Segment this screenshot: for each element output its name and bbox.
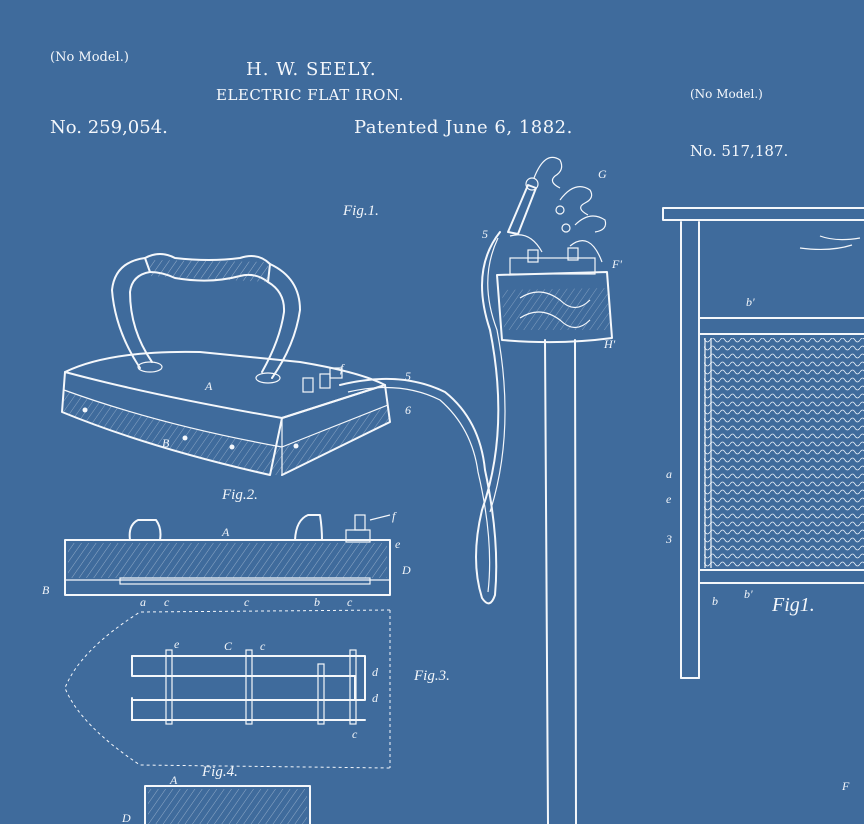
svg-text:A: A	[204, 379, 213, 393]
svg-text:H': H'	[603, 337, 616, 351]
svg-text:c: c	[347, 595, 353, 609]
svg-text:5: 5	[482, 227, 488, 241]
svg-text:d: d	[372, 691, 379, 705]
svg-text:e: e	[395, 537, 401, 551]
svg-text:6: 6	[405, 403, 411, 417]
svg-text:c: c	[244, 595, 250, 609]
no-model-right: (No Model.)	[690, 87, 763, 101]
fig1-label: Fig.1.	[343, 203, 379, 219]
svg-text:5: 5	[405, 369, 411, 383]
iron-figure-4: A D	[121, 773, 311, 824]
svg-text:D: D	[401, 563, 411, 577]
svg-text:c: c	[352, 727, 358, 741]
inventor-name: H. W. SEELY.	[246, 59, 377, 80]
iron-figure-1: A B f 5 6	[61, 231, 506, 605]
svg-text:a: a	[140, 595, 146, 609]
svg-text:B: B	[42, 583, 50, 597]
fig3-label: Fig.3.	[414, 668, 450, 684]
svg-text:b': b'	[744, 587, 753, 601]
iron-figure-2: B A f e D a c c b c	[42, 509, 411, 609]
svg-text:c: c	[260, 639, 266, 653]
no-model-left: (No Model.)	[50, 50, 129, 65]
iron-figure-3: e C c d d c	[64, 609, 391, 769]
svg-text:c: c	[164, 595, 170, 609]
svg-text:A: A	[169, 773, 178, 787]
svg-text:F: F	[841, 779, 850, 793]
svg-text:b': b'	[746, 295, 755, 309]
fig2-label: Fig.2.	[222, 487, 258, 503]
svg-text:d: d	[372, 665, 379, 679]
svg-text:D: D	[121, 811, 131, 824]
patent-number-right: No. 517,187.	[690, 142, 789, 160]
patent-date: Patented June 6, 1882.	[354, 117, 573, 138]
svg-text:a: a	[666, 467, 672, 481]
svg-text:F': F'	[611, 257, 622, 271]
patent-number-left: No. 259,054.	[50, 117, 168, 138]
svg-text:f: f	[340, 361, 345, 375]
fig4-label: Fig.4.	[202, 764, 238, 780]
svg-text:e: e	[666, 492, 672, 506]
svg-text:b: b	[712, 594, 718, 608]
washboard-figure: b' a e 3 b b' F	[662, 207, 864, 793]
svg-text:f: f	[392, 509, 397, 523]
svg-text:A: A	[221, 525, 230, 539]
plug-and-post: G 5 H' F'	[482, 156, 622, 824]
svg-text:C: C	[224, 639, 233, 653]
patent-title: ELECTRIC FLAT IRON.	[216, 86, 404, 104]
svg-text:3: 3	[665, 532, 672, 546]
svg-text:b: b	[314, 595, 320, 609]
right-fig1-label: Fig1.	[772, 594, 815, 616]
svg-text:e: e	[174, 637, 180, 651]
svg-text:B: B	[162, 436, 170, 450]
svg-text:G: G	[598, 167, 607, 181]
